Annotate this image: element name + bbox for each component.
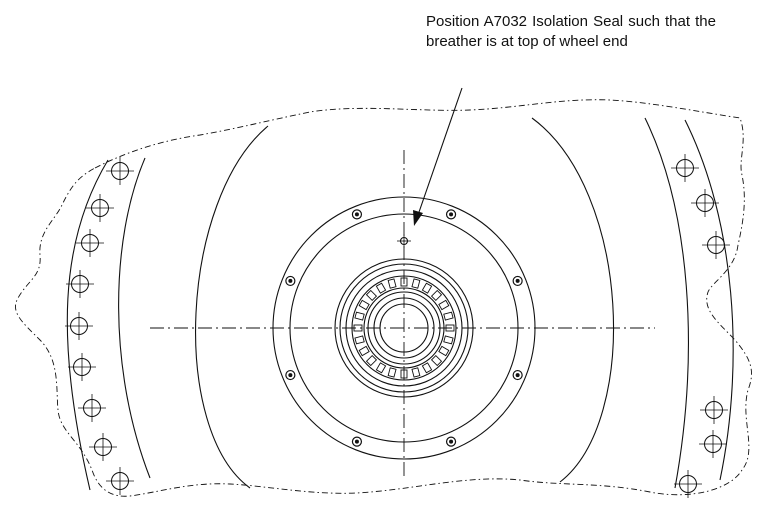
stud-hole (76, 229, 104, 257)
callout-text: Position A7032 Isolation Seal such that … (426, 13, 716, 50)
stud-hole (702, 231, 730, 259)
flange-bolt (285, 369, 296, 381)
stud-hole (106, 467, 134, 495)
right-outer-arc (644, 117, 689, 489)
flange-bolt (351, 209, 363, 220)
seal-inner-ring (289, 213, 519, 443)
bearing-race-3 (363, 287, 445, 369)
hub-ring (334, 258, 474, 398)
stud-hole (66, 270, 94, 298)
leader-arrowhead (413, 210, 423, 226)
hub-left-arc (195, 125, 269, 489)
bearing-roller (375, 282, 387, 294)
bearing-roller (400, 369, 408, 379)
stud-hole (106, 157, 134, 185)
bearing-roller (430, 289, 443, 302)
bearing-roller (421, 362, 433, 374)
flange-bolts (285, 209, 523, 447)
left-outer-arc (66, 159, 109, 491)
bearing-roller (438, 345, 450, 357)
bearing-roller (358, 299, 370, 311)
bearing-roller (430, 354, 443, 367)
stud-hole (700, 396, 728, 424)
bearing-roller (445, 324, 455, 332)
bearing-race-2 (351, 275, 457, 381)
bearing-roller (365, 354, 378, 367)
bearing-roller (411, 278, 421, 289)
flange-bolt (512, 369, 523, 381)
stud-hole (89, 433, 117, 461)
stud-hole (674, 470, 702, 498)
stud-hole (671, 154, 699, 182)
stud-hole (65, 312, 93, 340)
bearing-roller (421, 282, 433, 294)
flange-bolt (351, 436, 363, 447)
bearing-outer (339, 263, 469, 393)
flange-bolt (512, 275, 523, 287)
bearing-roller (354, 311, 365, 321)
bearing-roller (358, 345, 370, 357)
leader-line (417, 87, 463, 216)
bearing-roller (365, 289, 378, 302)
seal-outer-ring (272, 196, 536, 460)
bearing-roller (387, 367, 397, 378)
stud-hole (699, 430, 727, 458)
wheel-stud-holes (65, 154, 730, 498)
break-outline (15, 99, 752, 497)
stud-hole (691, 189, 719, 217)
bearing-roller (443, 335, 454, 345)
hub-right-arc (531, 117, 615, 483)
bearing-roller (354, 335, 365, 345)
bearing-roller (387, 278, 397, 289)
bearing-roller (375, 362, 387, 374)
bearing-roller (411, 367, 421, 378)
bearing-race-4 (367, 291, 441, 365)
shaft-bore-outer (373, 297, 435, 359)
bearing-race-1 (345, 269, 463, 387)
flange-bolt (285, 275, 296, 287)
bearing-roller (400, 277, 408, 287)
shaft-bore-inner (379, 303, 429, 353)
left-inner-arc (118, 157, 151, 479)
bearing-roller (353, 324, 363, 332)
right-inner-arc (684, 119, 734, 481)
stud-hole (68, 353, 96, 381)
flange-bolt (445, 436, 457, 447)
stud-hole (86, 194, 114, 222)
flange-bolt (445, 209, 457, 220)
bearing-roller (438, 299, 450, 311)
bearing-roller (443, 311, 454, 321)
bearing-rollers (353, 277, 455, 379)
stud-hole (78, 394, 106, 422)
